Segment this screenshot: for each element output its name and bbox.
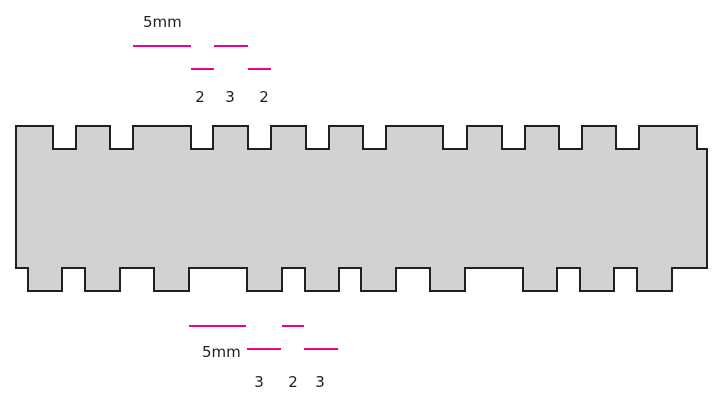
top-dimension-group: 5mm 2 3 2	[133, 13, 271, 106]
top-segment-label: 2	[195, 88, 205, 106]
bottom-segment-label: 3	[254, 373, 264, 391]
bottom-5mm-label: 5mm	[202, 343, 241, 361]
bottom-dimension-group: 5mm 3 2 3	[189, 325, 338, 391]
bottom-segment-label: 2	[288, 373, 298, 391]
top-segment-label: 3	[225, 88, 235, 106]
bottom-segment-label: 3	[315, 373, 325, 391]
top-5mm-label: 5mm	[143, 13, 182, 31]
notched-board-shape	[15, 125, 708, 292]
top-segment-label: 2	[259, 88, 269, 106]
